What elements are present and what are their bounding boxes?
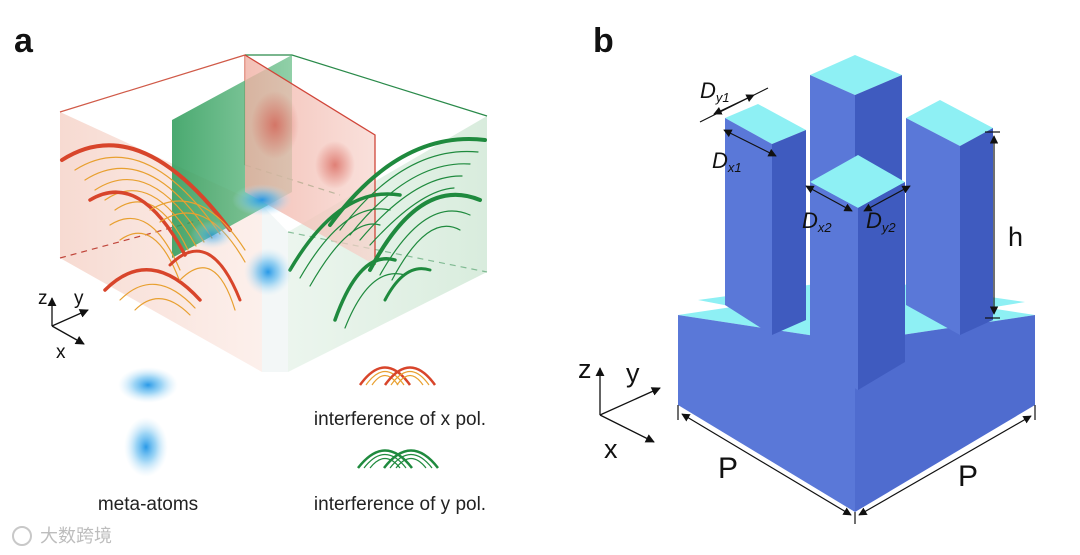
- legend-x-pol: interference of x pol.: [314, 409, 486, 430]
- pink-plane-edge: [244, 54, 376, 265]
- dim-h-label: h: [1008, 222, 1023, 252]
- pillar-right-front: [906, 118, 960, 335]
- dim-dx1-label: Dx1: [712, 148, 742, 175]
- pillar-left-side: [772, 130, 806, 335]
- panel-b-label: b: [593, 22, 614, 60]
- x-pol-arcs: [60, 143, 246, 316]
- watermark-text: 大数跨境: [40, 526, 112, 547]
- pillar-back-top: [810, 55, 902, 95]
- legend-meta-atoms: meta-atoms: [98, 494, 198, 515]
- dim-p-left-label: P: [718, 452, 738, 485]
- legend-y-pol: interference of y pol.: [314, 494, 486, 515]
- legend-blob-top: [118, 367, 178, 403]
- dim-dy1-label: Dy1: [700, 78, 730, 105]
- pillar-right-side: [960, 128, 993, 335]
- y-pol-icon: [357, 449, 439, 469]
- watermark-logo-icon: [12, 526, 32, 546]
- axis-x-label-b: x: [604, 434, 618, 464]
- axis-triad-b: [595, 367, 661, 443]
- red-glow-1: [251, 91, 299, 159]
- pillar-front-right: [858, 182, 905, 390]
- panel-a: a: [14, 22, 488, 515]
- pillar-right-top: [906, 100, 993, 146]
- axis-y-label-b: y: [626, 358, 640, 388]
- meta-atom-blob-1: [232, 184, 292, 216]
- x-pol-icon: [358, 366, 437, 386]
- axis-z-label-b: z: [578, 354, 592, 384]
- floor-dash-left: [59, 219, 201, 259]
- watermark: 大数跨境: [12, 526, 112, 547]
- red-glow-2: [315, 141, 355, 189]
- y-pol-arcs: [288, 137, 487, 329]
- axis-x-label-a: x: [56, 342, 66, 363]
- dimension-lines: [677, 87, 1036, 524]
- axis-y-label-a: y: [74, 288, 84, 309]
- axis-z-label-a: z: [38, 288, 48, 309]
- dim-dy2-label: Dy2: [866, 208, 896, 235]
- axis-triad-a: [47, 297, 89, 345]
- dim-dx2-label: Dx2: [802, 208, 832, 235]
- dim-p-right-label: P: [958, 460, 978, 493]
- meta-atom-blob-2: [244, 248, 292, 296]
- pillar-front-left: [810, 182, 858, 390]
- pillar-left-front: [725, 118, 772, 335]
- floor-dash-right: [287, 231, 488, 273]
- legend-blob-bottom: [124, 417, 168, 477]
- meta-atom-blob-3: [190, 221, 234, 249]
- panel-a-label: a: [14, 22, 34, 60]
- left-wall: [60, 112, 262, 372]
- panel-b: b: [578, 22, 1036, 524]
